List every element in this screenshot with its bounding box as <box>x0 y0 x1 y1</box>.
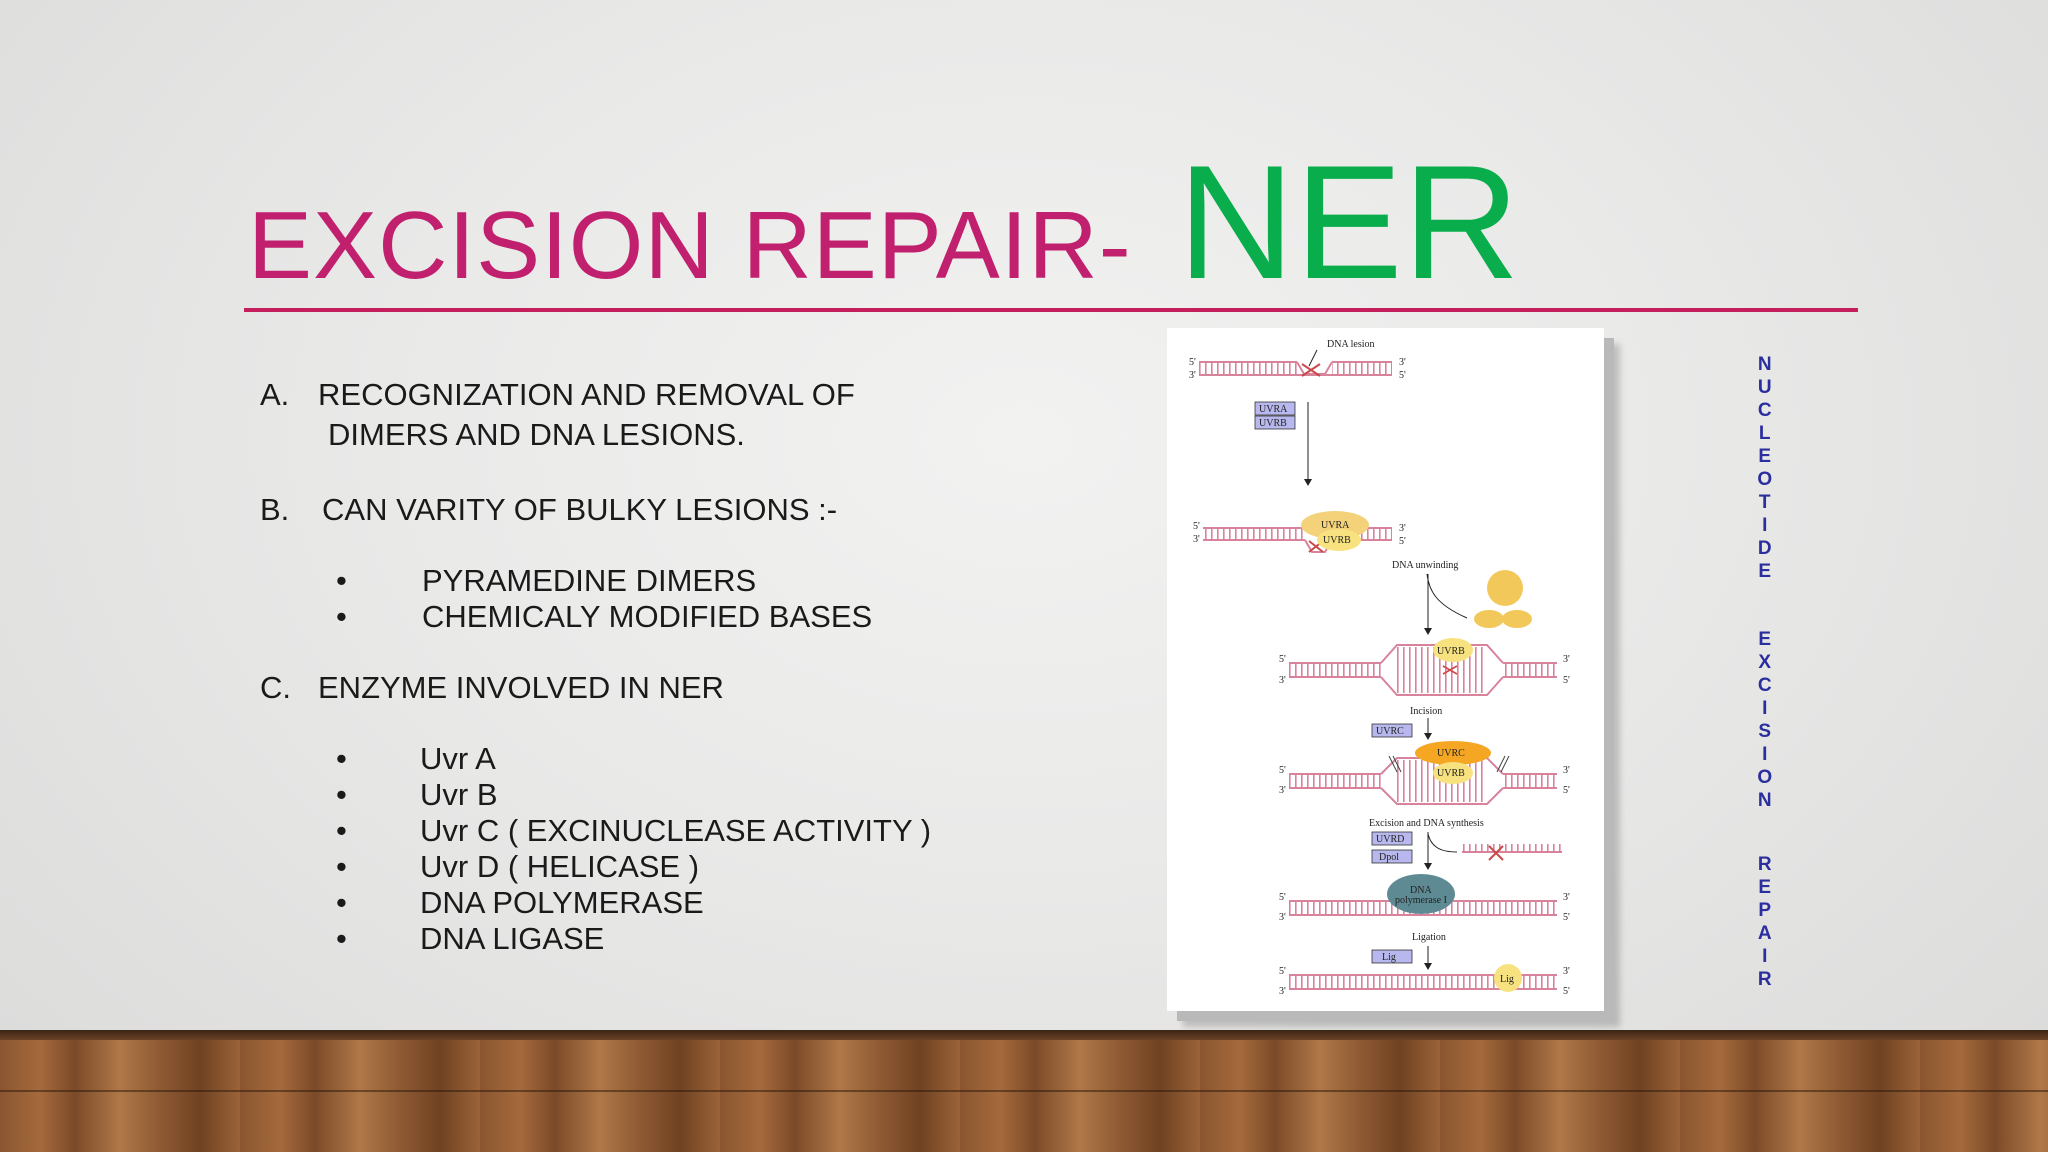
item-c-text: ENZYME INVOLVED IN NER <box>318 670 724 705</box>
bullet-text: PYRAMEDINE DIMERS <box>422 563 757 598</box>
item-b-text: CAN VARITY OF BULKY LESIONS :- <box>322 492 838 527</box>
uvrb-protein-label: UVRB <box>1437 646 1465 657</box>
excised-fragment <box>1462 844 1562 861</box>
uvrb-protein-label: UVRB <box>1437 768 1465 779</box>
five-prime-label: 5' <box>1189 357 1196 368</box>
excision-label: Excision and DNA synthesis <box>1369 818 1484 829</box>
three-prime-label: 3' <box>1563 966 1570 977</box>
lig-protein-label: Lig <box>1500 974 1514 985</box>
five-prime-label: 5' <box>1279 892 1286 903</box>
bullet-text: DNA LIGASE <box>420 921 605 956</box>
uvrd-box-label: UVRD <box>1376 834 1404 845</box>
incision-label: Incision <box>1410 706 1442 717</box>
uvrb-box-label: UVRB <box>1259 418 1287 429</box>
uvra-protein-label: UVRA <box>1321 520 1350 531</box>
five-prime-label: 5' <box>1193 521 1200 532</box>
five-prime-label: 5' <box>1563 785 1570 796</box>
five-prime-label: 5' <box>1279 765 1286 776</box>
side-word: REPAIR <box>1754 854 1776 992</box>
uvra-box-label: UVRA <box>1259 404 1288 415</box>
dna-duplex-3 <box>1289 644 1557 696</box>
bullet-text: CHEMICALY MODIFIED BASES <box>422 599 873 634</box>
bullet-dot: • <box>336 777 347 812</box>
dpol-box-label: Dpol <box>1379 852 1399 863</box>
bullet-dot: • <box>336 563 347 598</box>
unwinding-label: DNA unwinding <box>1392 560 1458 571</box>
vertical-side-text: NUCLEOTIDE EXCISION REPAIR <box>1752 343 1775 999</box>
three-prime-label: 3' <box>1279 912 1286 923</box>
five-prime-label: 5' <box>1563 675 1570 686</box>
bullet-text: DNA POLYMERASE <box>420 885 704 920</box>
polymerase-label-line2: polymerase I <box>1395 895 1447 906</box>
uvrb-protein-label: UVRB <box>1323 535 1351 546</box>
ner-pathway-figure: DNA lesion 5' 3' 3' 5' UVRA UVRB <box>1167 328 1604 1011</box>
three-prime-label: 3' <box>1279 986 1286 997</box>
marker-b: B. <box>260 492 290 527</box>
bullet-dot: • <box>336 921 347 956</box>
marker-a: A. <box>260 377 290 412</box>
three-prime-label: 3' <box>1279 675 1286 686</box>
lig-box-label: Lig <box>1382 952 1396 963</box>
list-item-c: C. ENZYME INVOLVED IN NER <box>260 668 724 708</box>
three-prime-label: 3' <box>1563 654 1570 665</box>
side-word: NUCLEOTIDE <box>1754 354 1776 584</box>
bullet-dot: • <box>336 885 347 920</box>
item-a-line2: DIMERS AND DNA LESIONS. <box>328 417 745 452</box>
bullet-text: Uvr C ( EXCINUCLEASE ACTIVITY ) <box>420 813 932 848</box>
bullet-dot: • <box>336 599 347 634</box>
five-prime-label: 5' <box>1399 370 1406 381</box>
five-prime-label: 5' <box>1563 912 1570 923</box>
marker-c: C. <box>260 670 291 705</box>
five-prime-label: 5' <box>1279 654 1286 665</box>
title-main: EXCISION REPAIR- <box>248 192 1132 299</box>
uvrc-protein-label: UVRC <box>1437 748 1465 759</box>
item-a-line1: RECOGNIZATION AND REMOVAL OF <box>318 377 855 412</box>
bullet-dot: • <box>336 849 347 884</box>
three-prime-label: 3' <box>1399 357 1406 368</box>
side-word: EXCISION <box>1754 629 1776 813</box>
three-prime-label: 3' <box>1399 523 1406 534</box>
dna-duplex-1 <box>1199 361 1392 377</box>
five-prime-label: 5' <box>1399 536 1406 547</box>
five-prime-label: 5' <box>1279 966 1286 977</box>
bullet-dot: • <box>336 741 347 776</box>
three-prime-label: 3' <box>1193 534 1200 545</box>
three-prime-label: 3' <box>1563 765 1570 776</box>
three-prime-label: 3' <box>1189 370 1196 381</box>
uvrc-box-label: UVRC <box>1376 726 1404 737</box>
lesion-label: DNA lesion <box>1327 339 1375 350</box>
dna-duplex-4 <box>1289 755 1557 805</box>
bullet-text: Uvr D ( HELICASE ) <box>420 849 700 884</box>
title-accent: NER <box>1177 132 1520 313</box>
five-prime-label: 5' <box>1563 986 1570 997</box>
three-prime-label: 3' <box>1279 785 1286 796</box>
bullet-dot: • <box>336 813 347 848</box>
title-divider <box>244 308 1858 312</box>
list-item-b: B. CAN VARITY OF BULKY LESIONS :- <box>260 490 837 530</box>
wood-floor <box>0 1030 2048 1152</box>
slide-title: EXCISION REPAIR- NER <box>248 130 1520 316</box>
bullet-text: Uvr B <box>420 777 498 812</box>
three-prime-label: 3' <box>1563 892 1570 903</box>
bullet-text: Uvr A <box>420 741 496 776</box>
list-item-a: A. RECOGNIZATION AND REMOVAL OF <box>260 375 855 415</box>
polymerase-label-line1: DNA <box>1410 885 1432 896</box>
ligation-label: Ligation <box>1412 932 1446 943</box>
